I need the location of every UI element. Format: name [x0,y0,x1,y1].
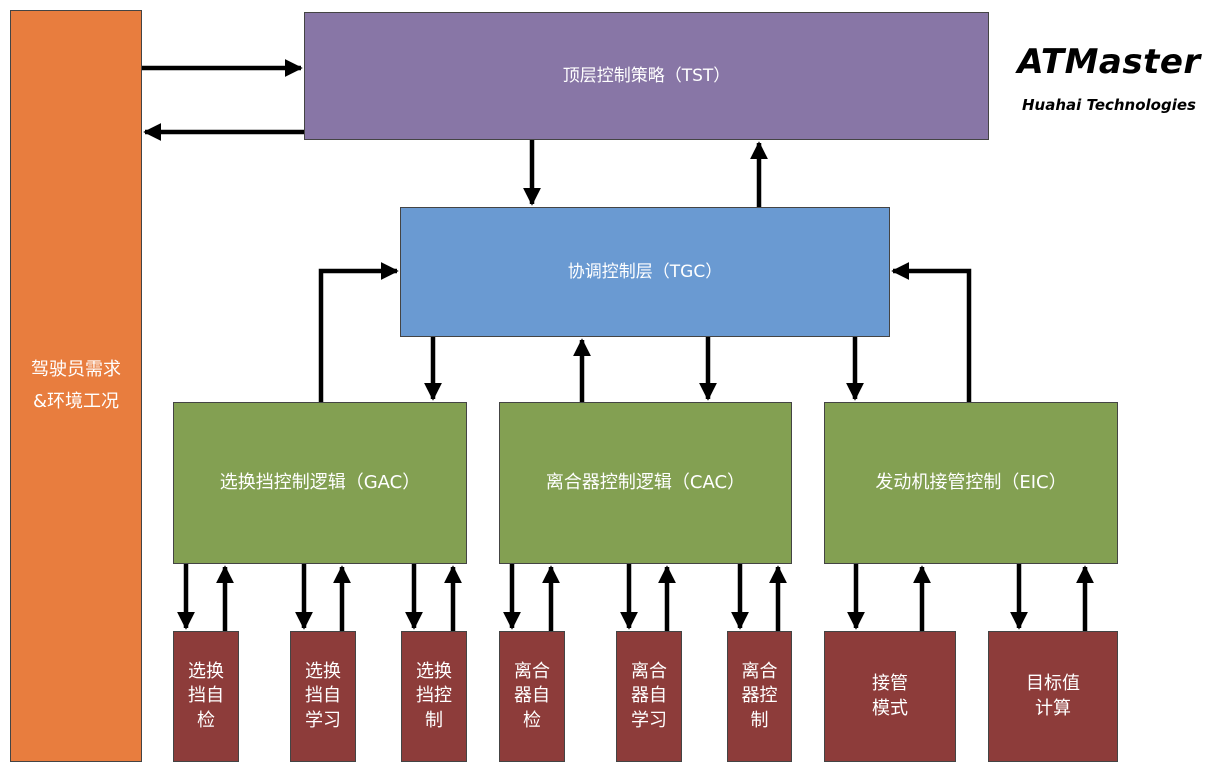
takeover-mode-box: 接管 模式 [824,631,956,762]
gear-control-logic-box: 选换挡控制逻辑（GAC） [173,402,467,564]
gear-self-learn-box: 选换 挡自 学习 [290,631,356,762]
gear-control-label: 选换 挡控 制 [416,661,452,731]
coordination-layer-box: 协调控制层（TGC） [400,207,890,337]
clutch-self-learn-box: 离合 器自 学习 [616,631,682,762]
engine-takeover-control-box: 发动机接管控制（EIC） [824,402,1118,564]
coordination-layer-label: 协调控制层（TGC） [567,261,723,282]
driver-demand-line2: &环境工况 [32,391,120,412]
clutch-control-logic-box: 离合器控制逻辑（CAC） [499,402,792,564]
top-strategy-label: 顶层控制策略（TST） [562,65,731,86]
clutch-control-box: 离合 器控 制 [727,631,792,762]
gear-self-check-box: 选换 挡自 检 [173,631,239,762]
clutch-self-check-label: 离合 器自 检 [514,661,550,731]
driver-demand-box: 驾驶员需求 &环境工况 [10,10,142,762]
target-value-calc-box: 目标值 计算 [988,631,1118,762]
engine-takeover-control-label: 发动机接管控制（EIC） [875,471,1067,493]
top-strategy-box: 顶层控制策略（TST） [304,12,989,140]
clutch-control-logic-label: 离合器控制逻辑（CAC） [545,471,746,493]
brand-logo-title: ATMaster [1017,42,1201,82]
driver-demand-line1: 驾驶员需求 [31,358,121,380]
gac-to-coord-arrow [318,262,399,402]
clutch-self-check-box: 离合 器自 检 [499,631,565,762]
gear-self-learn-label: 选换 挡自 学习 [305,661,341,731]
brand-logo-subtitle: Huahai Technologies [1022,96,1196,114]
gear-self-check-label: 选换 挡自 检 [188,661,224,731]
gear-control-logic-label: 选换挡控制逻辑（GAC） [219,471,421,493]
target-value-calc-label: 目标值 计算 [1026,673,1080,719]
clutch-control-label: 离合 器控 制 [741,661,778,731]
clutch-self-learn-label: 离合 器自 学习 [631,661,667,731]
eic-to-coord-arrow [891,262,972,402]
gear-control-box: 选换 挡控 制 [401,631,467,762]
takeover-mode-label: 接管 模式 [872,673,908,719]
